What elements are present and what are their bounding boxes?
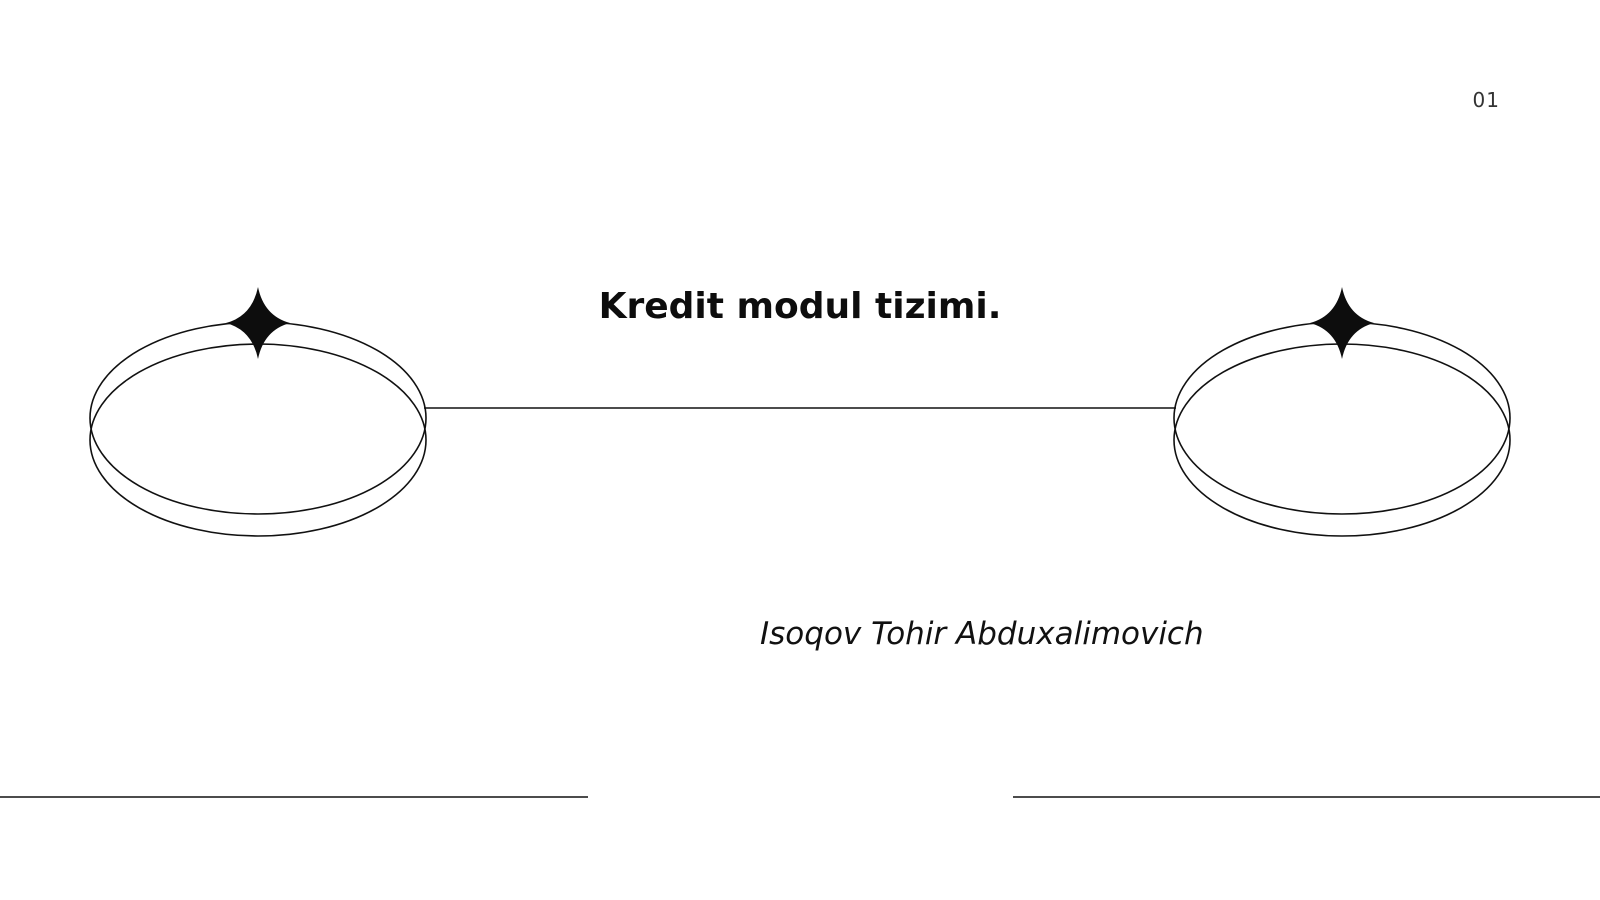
sparkle-icon [226, 287, 290, 359]
page-number: 01 [1472, 88, 1500, 112]
slide-title: Kredit modul tizimi. [598, 286, 1002, 327]
sparkle-icon [1310, 287, 1374, 359]
author-name: Isoqov Tohir Abduxalimovich [760, 616, 1204, 652]
